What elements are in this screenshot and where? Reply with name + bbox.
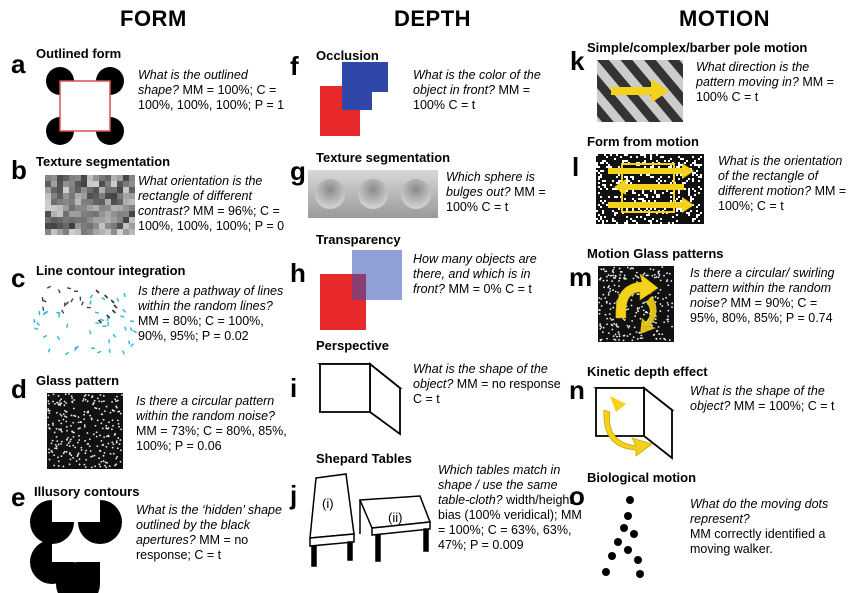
panel-letter: i bbox=[290, 373, 298, 403]
panel-title: Glass pattern bbox=[36, 373, 120, 388]
outlined-form-figure bbox=[46, 67, 124, 145]
line-contour-figure bbox=[33, 285, 137, 356]
panel-question: Which sphere is bulges out? bbox=[446, 170, 535, 199]
texture-segmentation-figure bbox=[45, 175, 135, 235]
panel-title: Occlusion bbox=[316, 48, 379, 63]
panel-question: What direction is the pattern moving in? bbox=[696, 60, 810, 89]
panel-question: How many objects are there, and which is… bbox=[413, 252, 537, 296]
panel-title: Illusory contours bbox=[34, 484, 140, 499]
panel-question: Is there a circular pattern within the r… bbox=[136, 394, 275, 423]
panel-question: Is there a circular/ swirling pattern wi… bbox=[690, 266, 835, 310]
barber-pole-figure bbox=[597, 60, 683, 122]
panel-question: What is the color of the object in front… bbox=[413, 68, 541, 97]
panel-title: Transparency bbox=[316, 232, 401, 247]
table-label-ii: (ii) bbox=[388, 510, 403, 525]
panel-letter: f bbox=[290, 51, 299, 81]
panel-letter: j bbox=[290, 480, 298, 510]
panel-title: Kinetic depth effect bbox=[587, 364, 708, 379]
panel-letter: l bbox=[572, 152, 580, 182]
panel-title: Biological motion bbox=[587, 470, 697, 485]
panel-result: MM correctly identified a moving walker. bbox=[690, 527, 826, 556]
column-title-depth: DEPTH bbox=[394, 6, 472, 31]
panel-result: MM = no response; C = t bbox=[136, 533, 249, 562]
panel-letter: k bbox=[570, 46, 585, 76]
transparency-figure bbox=[320, 250, 402, 330]
table-label-i: (i) bbox=[322, 496, 334, 511]
panel-result: MM = 73%; C = 80%, 85%, 100%; P = 0.06 bbox=[136, 424, 287, 453]
panel-title: Shepard Tables bbox=[316, 451, 412, 466]
sphere-texture-figure bbox=[308, 170, 438, 218]
panel-letter: e bbox=[11, 482, 26, 512]
panel-letter: d bbox=[11, 374, 27, 404]
panel-result: MM = 100%; C = 100%, 100%, 100%; P = 1 bbox=[138, 83, 285, 112]
panel-title: Motion Glass patterns bbox=[587, 246, 724, 261]
panel-letter: m bbox=[569, 262, 593, 292]
panel-title: Simple/complex/barber pole motion bbox=[587, 40, 808, 55]
panel-question: What is the orientation of the rectangle… bbox=[718, 154, 843, 198]
panel-result: MM = no response C = t bbox=[413, 377, 561, 406]
occlusion-figure bbox=[320, 62, 388, 136]
panel-letter: a bbox=[11, 49, 26, 79]
panel-question: What is the outlined shape? bbox=[138, 68, 248, 97]
panel-result: MM = 0% C = t bbox=[448, 282, 532, 296]
panel-letter: n bbox=[569, 375, 585, 405]
panel-result: MM = 100% C = t bbox=[413, 83, 531, 112]
panel-letter: h bbox=[290, 258, 306, 288]
panel-result: MM = 100%; C = t bbox=[733, 399, 835, 413]
illusory-contours-figure bbox=[30, 500, 122, 593]
kinetic-depth-figure bbox=[593, 386, 675, 460]
panel-letter: o bbox=[569, 481, 585, 511]
panel-question: What orientation is the rectangle of dif… bbox=[138, 174, 263, 218]
panel-result: MM = 96%; C = 100%, 100%, 100%; P = 0 bbox=[138, 204, 285, 233]
panel-result: MM = 80%; C = 100%, 90%, 95%; P = 0.02 bbox=[138, 314, 264, 343]
panel-question: Which tables match in shape / use the sa… bbox=[438, 463, 561, 507]
panel-title: Line contour integration bbox=[36, 263, 186, 278]
form-from-motion-figure bbox=[596, 154, 704, 224]
panel-letter: c bbox=[11, 263, 26, 293]
panel-title: Outlined form bbox=[36, 46, 122, 61]
panel-question: Is there a pathway of lines within the r… bbox=[138, 284, 284, 313]
column-title-form: FORM bbox=[120, 6, 187, 31]
column-title-motion: MOTION bbox=[679, 6, 770, 31]
panel-letter: g bbox=[290, 156, 306, 186]
panel-result: MM = 100%; C = t bbox=[718, 184, 847, 213]
panel-result: MM = 100% C = t bbox=[446, 185, 546, 214]
panel-question: What is the shape of the object? bbox=[690, 384, 825, 413]
motion-glass-figure bbox=[598, 266, 674, 342]
panel-question: What do the moving dots represent? bbox=[690, 497, 829, 526]
panel-result: MM = 100% C = t bbox=[696, 75, 834, 104]
panel-title: Texture segmentation bbox=[316, 150, 451, 165]
panel-title: Form from motion bbox=[587, 134, 699, 149]
perspective-figure bbox=[317, 362, 403, 436]
panel-title: Texture segmentation bbox=[36, 154, 171, 169]
panel-result: MM = 90%; C = 95%, 80%, 85%; P = 0.74 bbox=[690, 296, 833, 325]
panel-question: What is the ‘hidden’ shape outlined by t… bbox=[136, 503, 282, 547]
panel-result: width/height bias (100% veridical); MM =… bbox=[438, 493, 582, 552]
biological-motion-figure bbox=[602, 496, 644, 578]
panel-title: Perspective bbox=[316, 338, 389, 353]
panel-question: What is the shape of the object? bbox=[413, 362, 548, 391]
glass-pattern-figure bbox=[47, 393, 123, 469]
panel-letter: b bbox=[11, 155, 27, 185]
shepard-tables-figure bbox=[309, 473, 432, 567]
